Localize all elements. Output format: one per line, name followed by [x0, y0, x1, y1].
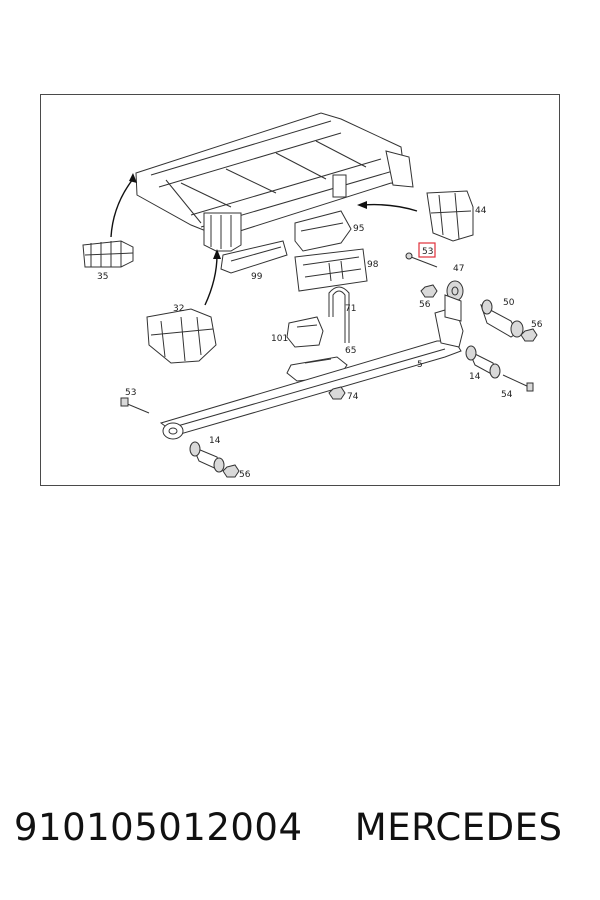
callout-71: 71 — [345, 304, 356, 314]
callout-53-bottom: 53 — [125, 388, 136, 398]
arrow-32-to-frame — [204, 249, 221, 306]
callout-101: 101 — [271, 334, 288, 344]
callout-50: 50 — [503, 298, 515, 308]
arrow-44-to-frame — [357, 201, 418, 212]
callout-54: 54 — [501, 390, 513, 400]
callout-32: 32 — [173, 304, 184, 314]
bolt-53-bottom — [120, 397, 150, 414]
bracket-32 — [146, 308, 217, 364]
bracket-44 — [426, 190, 474, 242]
plate-99 — [220, 240, 288, 274]
shackle-47 — [434, 280, 464, 348]
bracket-35 — [82, 240, 134, 268]
callout-65: 65 — [345, 346, 356, 356]
nut-56-bottom — [222, 464, 240, 478]
callout-14-right: 14 — [469, 372, 481, 382]
callout-53-top: 53 — [422, 247, 433, 257]
callout-95: 95 — [353, 224, 364, 234]
chassis-frame — [135, 112, 414, 252]
arrow-35-to-frame — [110, 173, 137, 238]
bracket-101 — [286, 316, 324, 348]
highlight-box-53 — [418, 242, 436, 258]
callout-5: 5 — [417, 360, 423, 370]
bushing-14-right — [465, 345, 501, 379]
callout-74: 74 — [347, 392, 359, 402]
bolt-54 — [502, 374, 534, 392]
part-caption: 910105012004 MERCEDES — [14, 806, 594, 856]
callout-47: 47 — [453, 264, 464, 274]
callout-44: 44 — [475, 206, 487, 216]
bushing-50 — [480, 299, 524, 338]
callout-56-bottom: 56 — [239, 470, 251, 480]
nut-56-top — [420, 284, 438, 298]
nut-56-right — [520, 328, 538, 342]
bushing-14-left — [189, 441, 225, 473]
brand-name: MERCEDES — [354, 806, 563, 849]
callout-56-top: 56 — [419, 300, 431, 310]
callout-14-left: 14 — [209, 436, 221, 446]
exploded-view-drawing: 35 32 99 95 98 44 53 47 56 50 56 71 101 … — [82, 112, 543, 480]
leaf-spring-5 — [159, 340, 462, 440]
callout-98: 98 — [367, 260, 379, 270]
part-number: 910105012004 — [14, 806, 303, 849]
u-bolt-71 — [328, 286, 350, 343]
bolt-53-top — [405, 252, 438, 268]
nut-74 — [328, 386, 346, 400]
bracket-95 — [294, 210, 352, 252]
callout-35: 35 — [97, 272, 108, 282]
spring-seat-98 — [294, 248, 368, 292]
callout-99: 99 — [251, 272, 263, 282]
callout-56-right: 56 — [531, 320, 543, 330]
parts-diagram: 35 32 99 95 98 44 53 47 56 50 56 71 101 … — [40, 94, 560, 486]
